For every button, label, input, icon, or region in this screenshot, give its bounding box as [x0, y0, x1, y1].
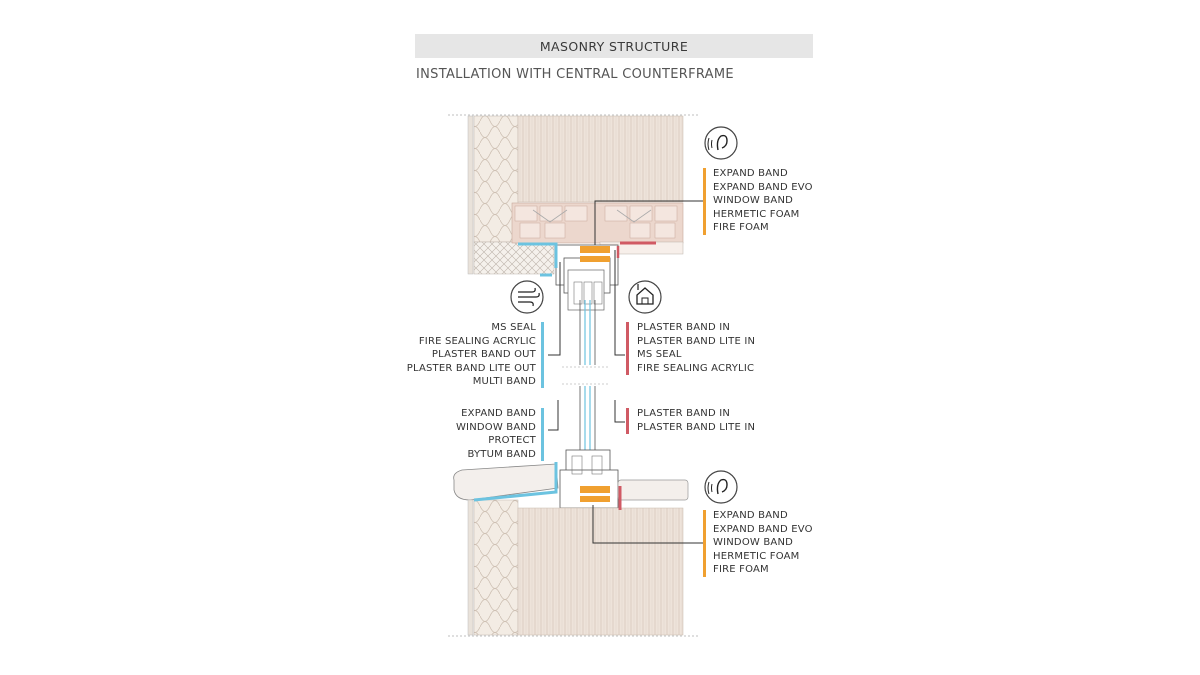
label: HERMETIC FOAM: [713, 208, 800, 220]
label: PLASTER BAND LITE IN: [637, 335, 756, 347]
seal-lines: [473, 241, 656, 510]
ear-icon-bottom: [704, 470, 738, 504]
upper-wall: [448, 114, 700, 275]
label: FIRE SEALING ACRYLIC: [637, 362, 755, 374]
label: WINDOW BAND: [455, 421, 536, 433]
label: FIRE FOAM: [713, 222, 769, 233]
wind-icon: [510, 280, 544, 314]
labels-bottom-orange: EXPAND BAND EXPAND BAND EVO WINDOW BAND …: [713, 509, 813, 577]
diagram-title: MASONRY STRUCTURE: [415, 34, 813, 58]
glazing: [562, 300, 610, 455]
label: EXPAND BAND: [461, 408, 536, 419]
label: EXPAND BAND EVO: [713, 181, 813, 193]
label: PLASTER BAND LITE IN: [637, 421, 756, 433]
lower-wall: [448, 463, 700, 637]
window-frame-lower: [559, 449, 619, 509]
label: PLASTER BAND OUT: [431, 349, 536, 360]
ear-icon-top: [704, 126, 738, 160]
labels-top-orange: EXPAND BAND EXPAND BAND EVO WINDOW BAND …: [713, 167, 813, 235]
label: EXPAND BAND EVO: [713, 523, 813, 535]
blue-bar-mid: [541, 322, 544, 388]
label: BYTUM BAND: [467, 448, 536, 460]
label: EXPAND BAND: [713, 510, 788, 521]
orange-bar-bottom: [703, 510, 706, 577]
leader-lines: [548, 200, 703, 544]
label: WINDOW BAND: [713, 537, 794, 548]
label: WINDOW BAND: [713, 195, 794, 206]
label: MS SEAL: [491, 322, 536, 333]
label: PLASTER BAND LITE OUT: [406, 362, 536, 374]
labels-low-blue: EXPAND BAND WINDOW BAND PROTECT BYTUM BA…: [456, 407, 536, 461]
red-bar-low: [626, 408, 629, 434]
label: MS SEAL: [637, 349, 682, 360]
label: PLASTER BAND IN: [637, 322, 731, 333]
label: HERMETIC FOAM: [713, 550, 800, 562]
label: PROTECT: [488, 435, 536, 446]
labels-mid-blue: MS SEAL FIRE SEALING ACRYLIC PLASTER BAN…: [407, 321, 536, 389]
labels-mid-red: PLASTER BAND IN PLASTER BAND LITE IN MS …: [637, 321, 755, 375]
labels-low-red: PLASTER BAND IN PLASTER BAND LITE IN: [637, 407, 755, 434]
diagram-subtitle: INSTALLATION WITH CENTRAL COUNTERFRAME: [416, 67, 734, 82]
house-icon: [628, 280, 662, 314]
label: EXPAND BAND: [713, 168, 788, 179]
label: MULTI BAND: [472, 376, 536, 387]
red-bar-mid: [626, 322, 629, 375]
orange-bar-top: [703, 168, 706, 235]
label: FIRE FOAM: [713, 564, 769, 575]
label: PLASTER BAND IN: [637, 408, 731, 419]
blue-bar-low: [541, 408, 544, 461]
window-frame-upper: [555, 244, 619, 311]
label: FIRE SEALING ACRYLIC: [418, 335, 536, 347]
